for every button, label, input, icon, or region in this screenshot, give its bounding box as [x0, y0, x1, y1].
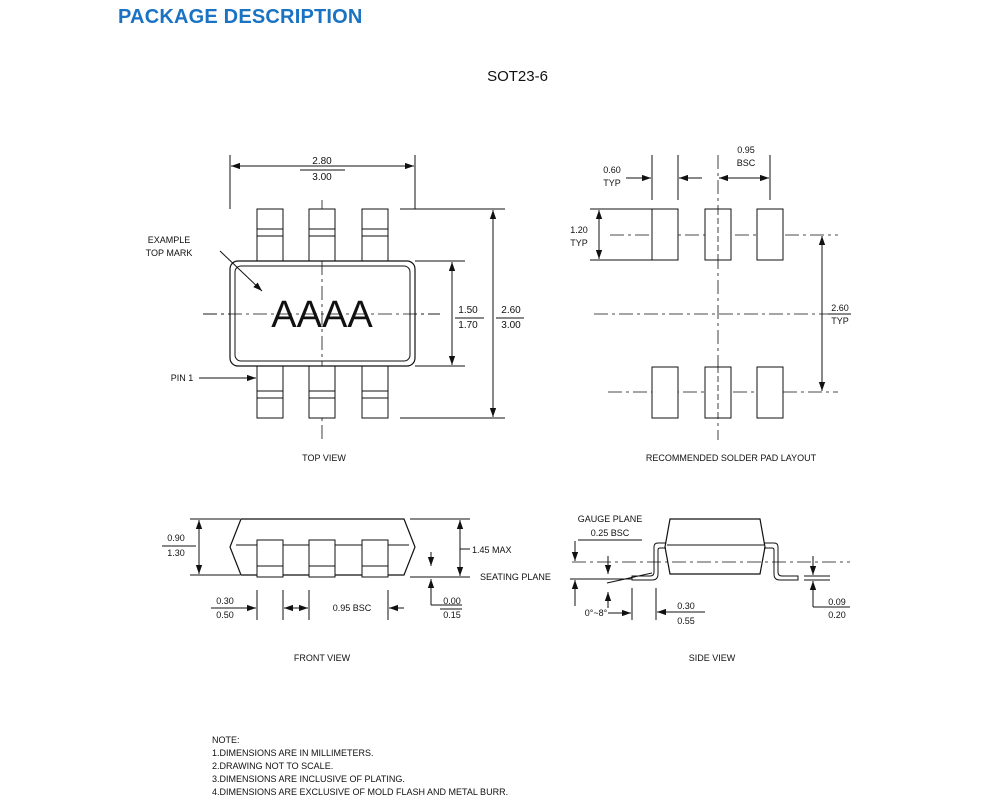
note-line: 2.DRAWING NOT TO SCALE.	[212, 761, 334, 771]
note-line: 3.DIMENSIONS ARE INCLUSIVE OF PLATING.	[212, 774, 405, 784]
foot-max: 0.55	[677, 616, 695, 626]
overall-max: 3.00	[501, 320, 521, 331]
pad-bottom-1	[651, 366, 679, 419]
side-lead-left	[631, 542, 666, 581]
front-view-caption: FRONT VIEW	[294, 653, 351, 663]
side-view	[570, 518, 850, 620]
front-lead-2	[308, 539, 336, 578]
bottom-lead-1	[256, 365, 284, 419]
gauge-dim: 0.25 BSC	[591, 528, 630, 538]
gauge-plane-label: GAUGE PLANE	[578, 514, 643, 524]
height-max: 1.30	[167, 548, 185, 558]
seating-plane: SEATING PLANE	[480, 572, 551, 582]
pad-layout-caption: RECOMMENDED SOLDER PAD LAYOUT	[646, 453, 817, 463]
angle-label: 0°~8°	[585, 608, 608, 618]
pad-width-note: TYP	[603, 178, 621, 188]
solder-pad-layout	[590, 155, 851, 440]
top-mark-label-2: TOP MARK	[146, 248, 193, 258]
top-view-caption: TOP VIEW	[302, 453, 346, 463]
pad-width-value: 0.60	[603, 165, 621, 175]
bottom-lead-2	[308, 365, 336, 419]
page-title: PACKAGE DESCRIPTION	[118, 6, 363, 28]
side-body	[664, 518, 766, 575]
foot-min: 0.30	[677, 601, 695, 611]
notes-block: NOTE: 1.DIMENSIONS ARE IN MILLIMETERS. 2…	[212, 734, 508, 799]
body-max: 1.70	[458, 320, 478, 331]
note-line: 4.DIMENSIONS ARE EXCLUSIVE OF MOLD FLASH…	[212, 787, 509, 797]
note-line: 1.DIMENSIONS ARE IN MILLIMETERS.	[212, 748, 374, 758]
solder-pad-labels: 0.60 TYP 0.95 BSC 1.20 TYP 2.60 TYP RECO…	[570, 145, 849, 463]
pad-bottom-3	[756, 366, 784, 419]
top-view	[199, 155, 524, 440]
top-mark-text: AAAA	[271, 294, 373, 336]
lead-min: 0.30	[216, 596, 234, 606]
standoff-min: 0.00	[443, 596, 461, 606]
package-name: SOT23-6	[487, 68, 548, 85]
side-view-labels: GAUGE PLANE 0.25 BSC 0°~8° 0.30 0.55 0.0…	[578, 514, 846, 663]
side-lead-right	[764, 542, 799, 581]
pad-length-note: TYP	[570, 238, 588, 248]
top-lead-3	[361, 208, 389, 262]
lead-max: 0.50	[216, 610, 234, 620]
pad-top-2	[704, 208, 732, 261]
span-note: TYP	[831, 316, 849, 326]
standoff-max: 0.15	[443, 610, 461, 620]
notes-heading: NOTE:	[212, 735, 240, 745]
top-mark-leader	[219, 250, 263, 292]
front-view-labels: 0.90 1.30 1.45 MAX SEATING PLANE 0.30 0.…	[167, 533, 551, 663]
top-lead-1	[256, 208, 284, 262]
height-min: 0.90	[167, 533, 185, 543]
front-pitch: 0.95 BSC	[333, 603, 372, 613]
pad-bottom-2	[704, 366, 732, 419]
top-mark-label-1: EXAMPLE	[148, 235, 191, 245]
package-body-outer	[229, 260, 416, 367]
body-min: 1.50	[458, 305, 478, 316]
thick-max: 0.20	[828, 610, 846, 620]
top-view-labels: AAAA 2.80 3.00 1.50 1.70 2.60 3.00 EXAMP…	[146, 156, 522, 463]
overall-min: 2.60	[501, 305, 521, 316]
pitch-note: BSC	[737, 158, 756, 168]
front-lead-1	[256, 539, 284, 578]
pad-length-value: 1.20	[570, 225, 588, 235]
bottom-lead-3	[361, 365, 389, 419]
pin1-label: PIN 1	[171, 373, 194, 383]
front-lead-3	[361, 539, 389, 578]
width-min: 2.80	[312, 156, 332, 167]
top-lead-2	[308, 208, 336, 262]
pitch-value: 0.95	[737, 145, 755, 155]
max-height: 1.45 MAX	[472, 545, 512, 555]
package-body-inner	[234, 265, 411, 362]
width-max: 3.00	[312, 172, 332, 183]
pad-top-1	[651, 208, 679, 261]
front-view	[162, 518, 470, 620]
pad-top-3	[756, 208, 784, 261]
span-value: 2.60	[831, 303, 849, 313]
side-view-caption: SIDE VIEW	[689, 653, 736, 663]
thick-min: 0.09	[828, 597, 846, 607]
